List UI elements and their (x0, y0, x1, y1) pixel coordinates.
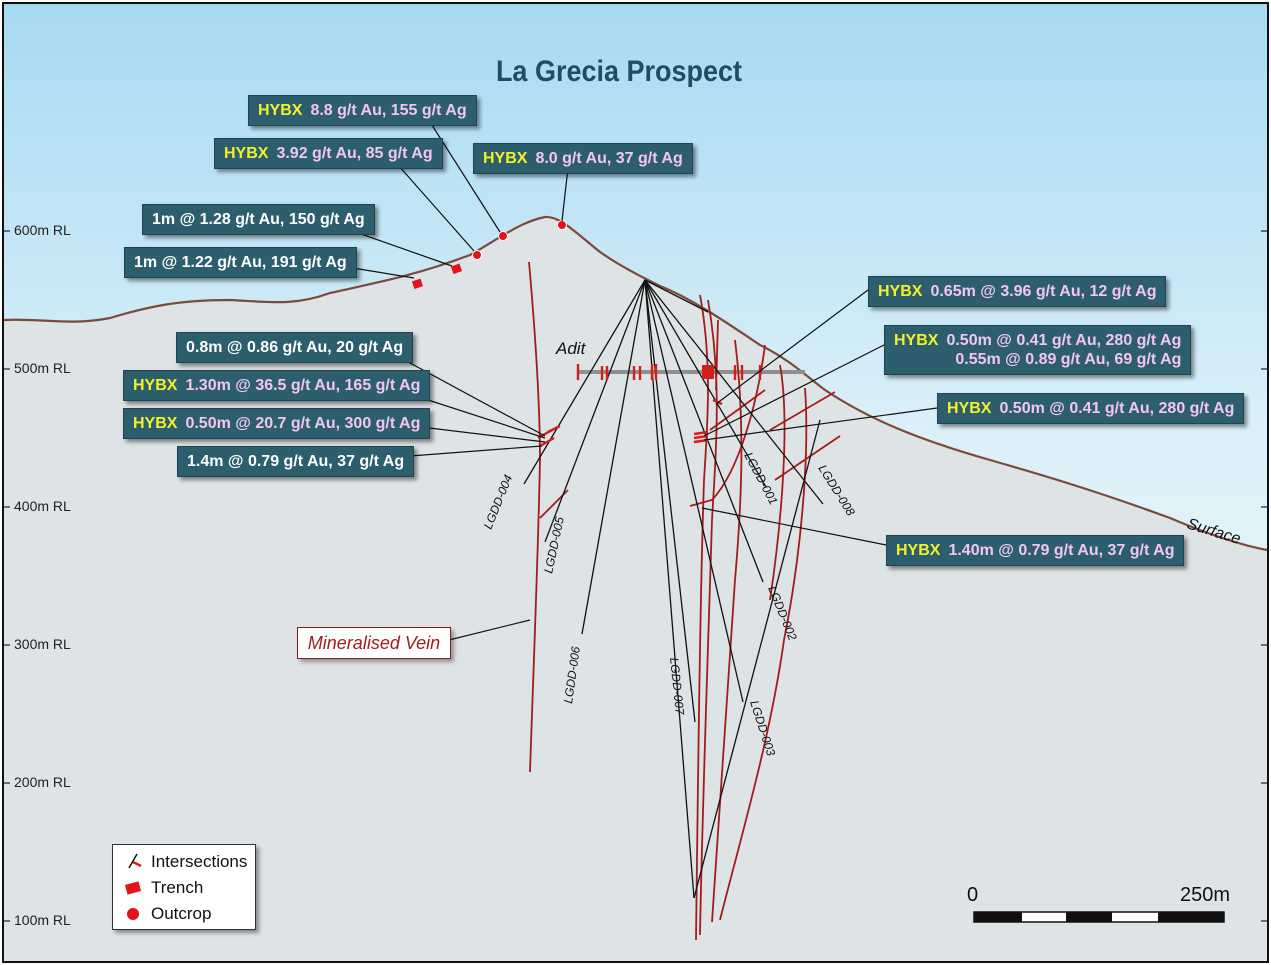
outcrop-dot (557, 220, 567, 230)
trench-mark (450, 263, 463, 275)
assay-callout: HYBX 8.8 g/t Au, 155 g/t Ag (248, 95, 477, 126)
scale-end-label: 250m (1180, 884, 1231, 906)
rl-label: 200m RL (14, 774, 71, 790)
outcrop-dot (498, 231, 508, 241)
hybx-label: HYBX (133, 377, 178, 394)
assay-callout: HYBX 0.50m @ 0.41 g/t Au, 280 g/t Ag (937, 393, 1245, 424)
rl-label: 400m RL (14, 498, 71, 514)
hybx-label: HYBX (896, 542, 941, 559)
assay-callout: 0.8m @ 0.86 g/t Au, 20 g/t Ag (176, 332, 414, 363)
assay-value: 3.92 g/t Au, 85 g/t Ag (276, 145, 433, 162)
hybx-label: HYBX (224, 145, 269, 162)
assay-callout: HYBX 0.50m @ 20.7 g/t Au, 300 g/t Ag (123, 408, 431, 439)
scale-bar (973, 911, 1225, 923)
drill-hole-label: LGDD-007 (667, 657, 687, 717)
legend-intersections-label: Intersections (151, 852, 248, 871)
intersection-marks (537, 398, 723, 448)
assay-value: 0.8m @ 0.86 g/t Au, 20 g/t Ag (186, 339, 404, 356)
mineralised-veins (528, 261, 841, 941)
assay-callout: HYBX 8.0 g/t Au, 37 g/t Ag (473, 143, 693, 174)
assay-value: 0.65m @ 3.96 g/t Au, 12 g/t Ag (930, 283, 1157, 300)
hybx-label: HYBX (483, 150, 528, 167)
assay-callout: 1m @ 1.22 g/t Au, 191 g/t Ag (124, 247, 357, 278)
assay-value: 1m @ 1.28 g/t Au, 150 g/t Ag (152, 211, 365, 228)
assay-value: 0.50m @ 20.7 g/t Au, 300 g/t Ag (185, 415, 421, 432)
trench-icon (124, 881, 142, 895)
assay-callout: 1m @ 1.28 g/t Au, 150 g/t Ag (142, 204, 375, 235)
assay-value: 8.8 g/t Au, 155 g/t Ag (310, 102, 467, 119)
hybx-label: HYBX (258, 102, 303, 119)
adit-vein-marks (576, 364, 762, 380)
legend-trench-label: Trench (151, 878, 204, 897)
assay-callout: 1.4m @ 0.79 g/t Au, 37 g/t Ag (177, 446, 415, 477)
hybx-label: HYBX (947, 400, 992, 417)
assay-callout: HYBX 0.50m @ 0.41 g/t Au, 280 g/t Ag 0.55m… (884, 325, 1192, 375)
rl-label: 100m RL (14, 912, 71, 928)
assay-callout: HYBX 3.92 g/t Au, 85 g/t Ag (214, 138, 443, 169)
rl-label: 500m RL (14, 360, 71, 376)
assay-callout: HYBX 1.40m @ 0.79 g/t Au, 37 g/t Ag (886, 535, 1185, 566)
assay-value: 1m @ 1.22 g/t Au, 191 g/t Ag (134, 254, 347, 271)
mineralised-vein-label: Mineralised Vein (297, 627, 451, 659)
hybx-label: HYBX (894, 332, 939, 349)
rl-label: 600m RL (14, 222, 71, 238)
assay-value: 1.4m @ 0.79 g/t Au, 37 g/t Ag (187, 453, 405, 470)
assay-value: 0.50m @ 0.41 g/t Au, 280 g/t Ag (946, 332, 1182, 349)
rl-label: 300m RL (14, 636, 71, 652)
hybx-label: HYBX (133, 415, 178, 432)
trench-mark (411, 278, 423, 290)
assay-value: 1.30m @ 36.5 g/t Au, 165 g/t Ag (185, 377, 421, 394)
drill-holes (523, 279, 824, 899)
legend: Intersections Trench Outcrop (112, 844, 256, 930)
outcrop-icon (127, 908, 139, 920)
rl-ticks (4, 230, 1267, 922)
legend-outcrop-label: Outcrop (151, 904, 212, 923)
adit-label: Adit (555, 339, 587, 358)
page-title: La Grecia Prospect (495, 55, 743, 88)
scale-start-label: 0 (967, 884, 979, 906)
surface-line (3, 215, 1268, 552)
intersection-icon (128, 853, 142, 869)
assay-value: 8.0 g/t Au, 37 g/t Ag (535, 150, 683, 167)
hybx-label: HYBX (878, 283, 923, 300)
ground-area (4, 216, 1267, 961)
outcrop-dot (472, 250, 482, 260)
assay-value: 0.50m @ 0.41 g/t Au, 280 g/t Ag (999, 400, 1235, 417)
assay-value: 1.40m @ 0.79 g/t Au, 37 g/t Ag (948, 542, 1175, 559)
assay-callout: HYBX 0.65m @ 3.96 g/t Au, 12 g/t Ag (868, 276, 1167, 307)
assay-value-second: 0.55m @ 0.89 g/t Au, 69 g/t Ag (955, 351, 1182, 368)
assay-callout: HYBX 1.30m @ 36.5 g/t Au, 165 g/t Ag (123, 370, 431, 401)
